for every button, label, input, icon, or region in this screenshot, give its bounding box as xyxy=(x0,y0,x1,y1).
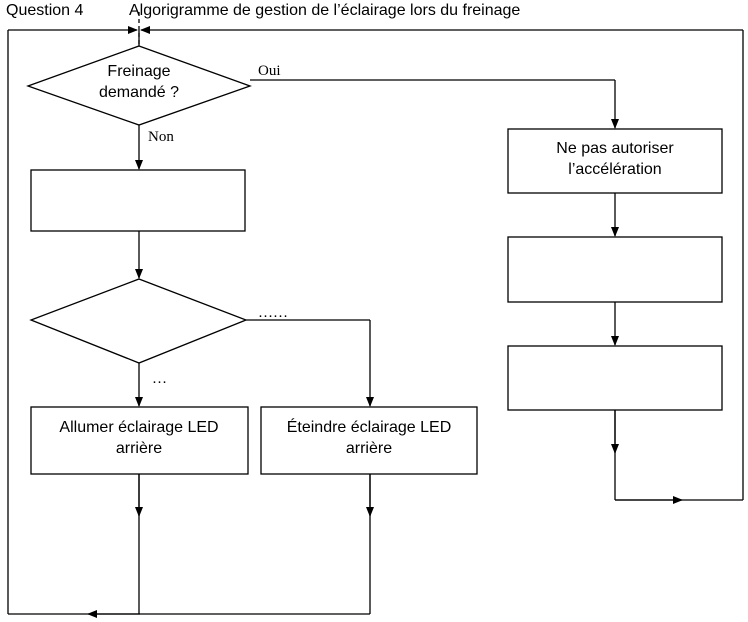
question-number: Question 4 xyxy=(6,2,84,19)
led-off-text-line2: arrière xyxy=(346,440,392,457)
diagram-title: Algorigramme de gestion de l’éclairage l… xyxy=(129,2,521,19)
empty-action-box xyxy=(30,169,246,232)
no-accel-text-line1: Ne pas autoriser xyxy=(556,140,674,157)
no-accel-text-line2: l’accélération xyxy=(568,161,661,178)
led-on-text-line1: Allumer éclairage LED xyxy=(59,419,218,436)
decision2-right-label: …… xyxy=(258,305,288,321)
right-empty-box-2 xyxy=(507,345,723,411)
box-led-off xyxy=(260,406,478,475)
non-label: Non xyxy=(148,129,174,145)
led-off-text-line1: Éteindre éclairage LED xyxy=(287,417,452,436)
oui-label: Oui xyxy=(258,63,281,79)
decision1-text-line1: Freinage xyxy=(107,63,170,80)
right-empty-box-1 xyxy=(507,236,723,303)
led-on-text-line2: arrière xyxy=(116,440,162,457)
decision1-text-line2: demandé ? xyxy=(99,84,179,101)
decision-empty-shape xyxy=(29,278,248,364)
decision2-down-label: … xyxy=(152,371,167,387)
